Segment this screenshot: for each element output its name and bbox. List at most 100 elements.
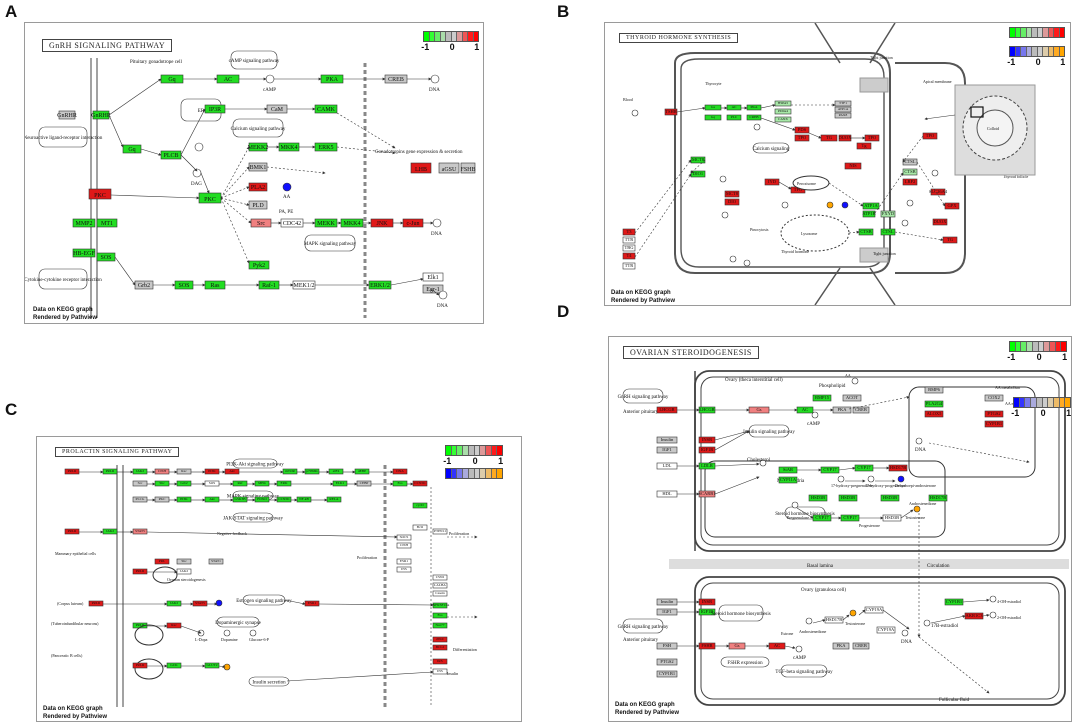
diagram-label: Dehydroepi-androsterone	[895, 483, 936, 488]
legend-swatch	[1014, 398, 1020, 407]
compound	[781, 201, 789, 209]
diagram-label: DNA	[901, 640, 912, 645]
gene-node-label: Rac	[181, 469, 187, 473]
legend-swatch	[1015, 342, 1022, 351]
gene-node-label: Tg	[862, 143, 868, 148]
label: Gonadotropins gene expression & secretio…	[375, 150, 463, 155]
panel-title-b: THYROID HORMONE SYNTHESIS	[619, 33, 739, 43]
gene-node	[432, 590, 448, 597]
legend-swatch	[1053, 398, 1060, 407]
pathway-map-box	[720, 656, 770, 668]
edge	[676, 106, 706, 113]
compound	[631, 109, 639, 117]
edge	[784, 645, 796, 650]
diagram-label: DNA	[437, 304, 448, 309]
diagram-label: Estrone	[781, 631, 793, 636]
gene-node	[832, 642, 850, 650]
gene-node-label: eIF4	[333, 469, 340, 473]
gene-node-label: LDL	[663, 463, 672, 468]
diagram-label: (Tuberoinfundibular neurons)	[51, 621, 99, 626]
edge	[180, 625, 202, 634]
legend-swatch	[497, 446, 503, 455]
gene-node	[132, 496, 148, 503]
panel-title-c: PROLACTIN SIGNALING PATHWAY	[55, 447, 180, 457]
gene-node-label: PKC	[159, 497, 166, 501]
gene-node-label: p70S6K	[306, 469, 318, 473]
legend-swatch	[1042, 398, 1049, 407]
gene-node	[984, 410, 1004, 418]
tick-pos: 1	[474, 42, 480, 52]
edge	[220, 197, 252, 224]
gene-node	[852, 642, 870, 650]
compartment	[908, 386, 1036, 478]
gene-node-label: Grb2	[138, 283, 150, 289]
compound	[841, 201, 849, 209]
gene-node	[622, 262, 636, 270]
pathway-map-box	[622, 388, 664, 404]
credit-line-1: Data on KEGG graph	[611, 290, 671, 296]
gene-node	[880, 494, 900, 502]
legend-b: -1 0 1	[1007, 27, 1065, 69]
legend-bar-green-red	[1009, 341, 1067, 352]
edge	[812, 619, 826, 624]
pathway-map-box	[780, 664, 828, 678]
gene-node-label: Raf	[237, 481, 243, 485]
compound	[915, 437, 923, 445]
gene-node-label: LHCGR	[699, 407, 714, 412]
gene-node-label: aGSU	[442, 167, 457, 173]
legend-swatch	[1048, 398, 1054, 407]
gene-node-label: STAT1	[211, 559, 221, 563]
legend-swatch	[451, 32, 457, 41]
gene-node-label: PTGS2	[987, 411, 1000, 416]
credit-b: Data on KEGG graph Rendered by Pathview	[611, 289, 675, 305]
gene-node	[932, 218, 948, 226]
edge	[714, 430, 750, 441]
diagram-label: Glucose-6-P	[249, 637, 270, 642]
diagram-label: Follicular fluid	[939, 698, 970, 703]
compound	[194, 142, 204, 152]
gene-node-label: TG	[947, 237, 954, 242]
compound	[795, 645, 803, 653]
gene-node-label: HSD3B	[883, 495, 897, 500]
legend-swatch	[497, 469, 503, 478]
tight-junction	[859, 77, 889, 93]
legend-swatch	[1044, 342, 1050, 351]
gene-node	[72, 218, 96, 228]
legend-swatch	[429, 32, 435, 41]
cell	[152, 566, 178, 584]
legend-swatch	[474, 469, 481, 478]
gene-node	[856, 142, 872, 150]
gene-node	[622, 244, 636, 252]
gene-node-label: PI3K	[180, 497, 188, 501]
credit-c: Data on KEGG graph Rendered by Pathview	[43, 705, 107, 721]
compound	[805, 617, 813, 625]
gene-node-label: LDLR	[701, 463, 713, 468]
pathway-map-box	[38, 268, 88, 290]
gene-node-label: AC	[802, 407, 808, 412]
gene-node-label: DIO	[728, 199, 737, 204]
gene-node-label: Egr-1	[426, 287, 440, 293]
edge	[900, 509, 914, 519]
gene-node-label: T3	[627, 229, 633, 234]
edge	[220, 186, 250, 199]
gene-node-label: PLCB	[163, 153, 178, 159]
gene-node-label: MEKK	[317, 221, 335, 227]
compound	[432, 218, 442, 228]
gene-node	[834, 106, 852, 113]
gene-node-label: PRLR	[68, 529, 77, 533]
tight-junction-line	[869, 23, 896, 64]
edge	[882, 609, 910, 630]
diagram-label: Phospholipid	[819, 384, 846, 389]
legend-ticks	[1009, 38, 1065, 46]
compound	[849, 609, 857, 617]
diagram-label: Pinocytosis	[750, 227, 769, 232]
gene-node-label: PKA	[837, 407, 847, 412]
edge	[284, 599, 306, 606]
panel-label-d: D	[557, 302, 570, 321]
pathway-map-label: Estrogen signaling pathway	[236, 599, 292, 604]
diagram-label: Androstenedione	[909, 501, 937, 506]
compound	[753, 123, 761, 131]
legend-d: -1 0 1	[1007, 341, 1067, 364]
gene-node-label: TPO	[868, 135, 877, 140]
compound	[913, 505, 921, 513]
